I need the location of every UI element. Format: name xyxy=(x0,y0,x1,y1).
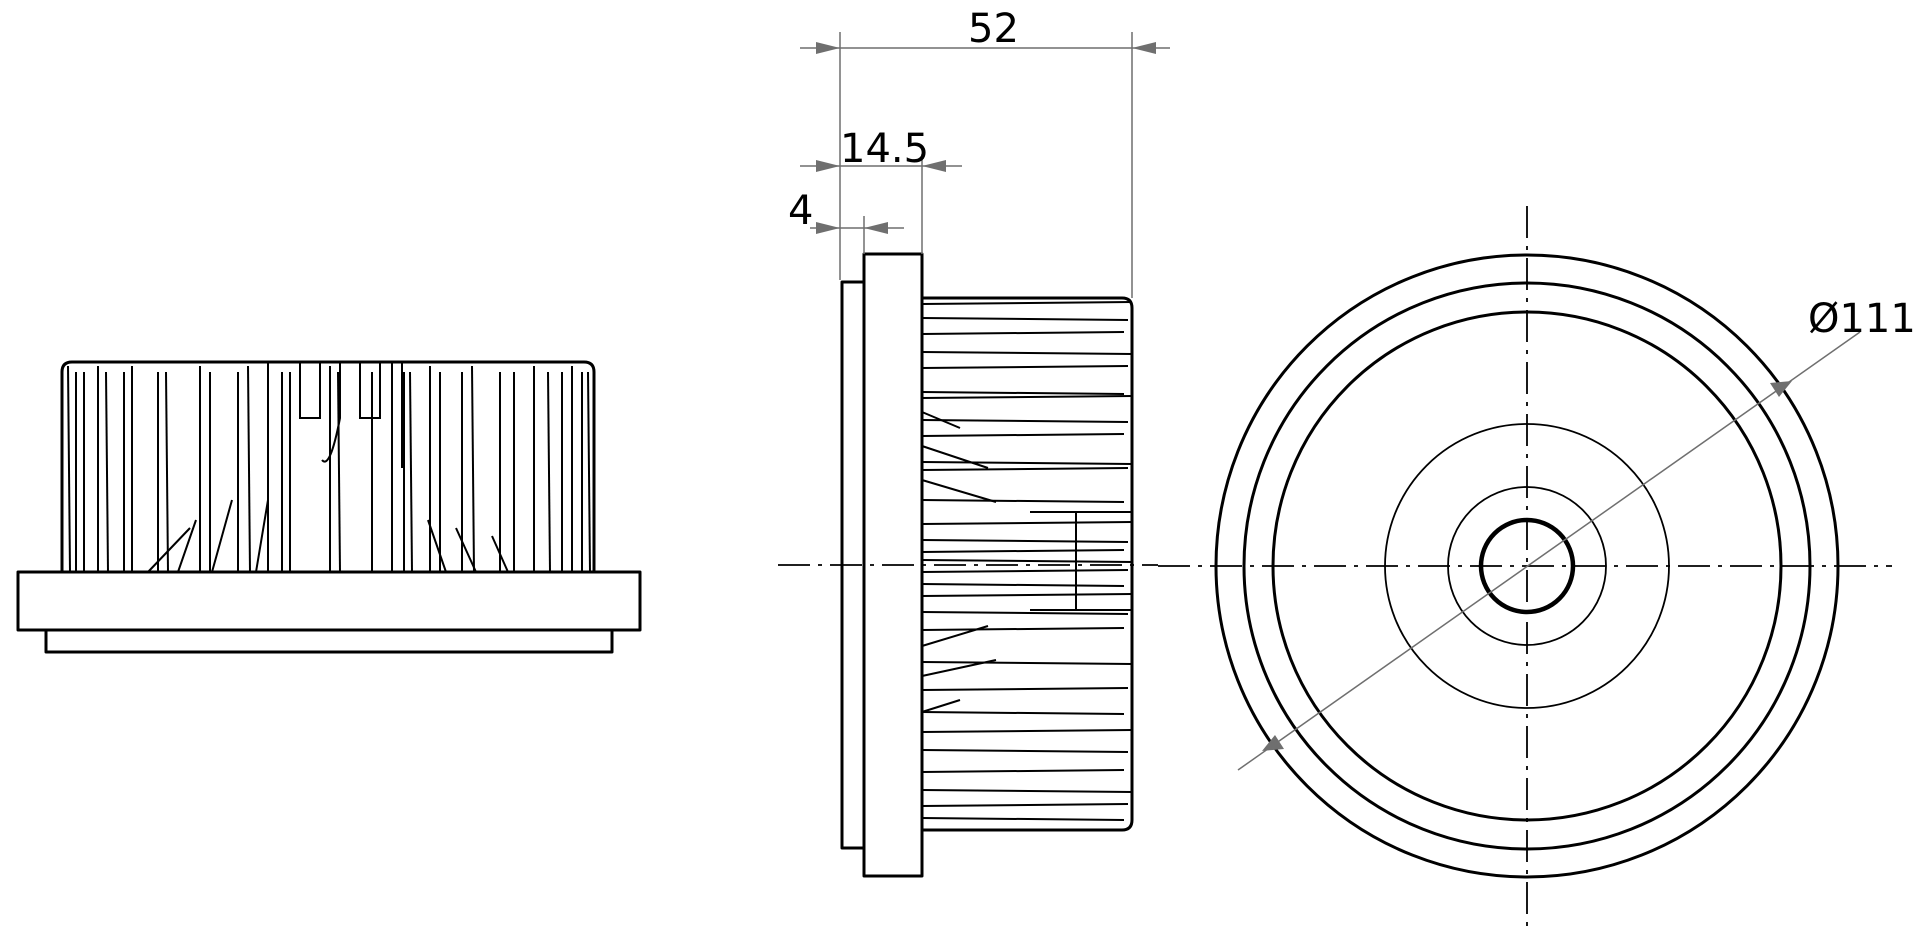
section-fin-line xyxy=(921,395,1133,399)
dimension-diameter: Ø111 xyxy=(1237,296,1916,771)
section-fin-line xyxy=(921,419,1129,423)
section-fin-line xyxy=(921,749,1129,753)
section-fin-line xyxy=(921,593,1133,597)
side-view xyxy=(16,360,642,654)
section-fin-line xyxy=(921,365,1129,369)
dimension-diameter-label: Ø111 xyxy=(1808,296,1916,342)
section-view-diagonal-fins xyxy=(921,411,1132,713)
section-fin-line xyxy=(921,611,1129,615)
side-fin-line xyxy=(547,371,551,573)
section-fin-line xyxy=(921,549,1125,553)
section-fin-line xyxy=(921,433,1125,437)
side-fin-line xyxy=(337,371,341,573)
dimension-4-label: 4 xyxy=(788,188,813,234)
section-fin-line xyxy=(921,559,1133,563)
section-fin-line xyxy=(921,687,1129,691)
dimension-14-5-label: 14.5 xyxy=(840,126,929,172)
section-fin-line xyxy=(921,539,1129,543)
section-fin-line xyxy=(921,817,1125,821)
section-fin-line xyxy=(921,467,1129,471)
side-view-slots xyxy=(147,362,509,573)
side-fin-line xyxy=(165,371,169,573)
section-view xyxy=(778,252,1158,878)
section-fin-line xyxy=(921,569,1129,573)
section-view-fins xyxy=(921,301,1133,821)
dimension-14-5: 14.5 xyxy=(800,126,962,254)
dimension-4: 4 xyxy=(788,188,904,254)
section-view-heatsink-outline xyxy=(922,296,1134,832)
side-view-base-flange xyxy=(16,570,642,632)
side-view-heatsink-outline xyxy=(60,360,596,572)
side-fin-line xyxy=(67,365,71,573)
section-fin-line xyxy=(921,729,1133,733)
side-fin-line xyxy=(247,365,251,573)
section-fin-line xyxy=(921,627,1125,631)
section-fin-line xyxy=(921,331,1125,335)
section-fin-line xyxy=(921,351,1133,355)
section-fin-line xyxy=(921,769,1125,773)
section-fin-line xyxy=(921,789,1133,793)
front-view xyxy=(1158,206,1892,926)
side-fin-line xyxy=(409,371,413,573)
section-fin-line xyxy=(921,301,1133,305)
side-fin-line xyxy=(105,371,109,573)
section-fin-line xyxy=(921,661,1133,665)
section-fin-line xyxy=(921,499,1125,503)
section-fin-line xyxy=(921,803,1129,807)
side-fin-line xyxy=(471,365,475,573)
dimension-52: 52 xyxy=(800,6,1170,298)
section-fin-line xyxy=(921,583,1125,587)
side-view-fins xyxy=(67,365,591,573)
dimension-52-label: 52 xyxy=(968,6,1019,52)
section-fin-line xyxy=(921,317,1129,321)
side-view-rim xyxy=(44,628,614,654)
section-fin-line xyxy=(921,461,1133,465)
side-fin-line xyxy=(587,371,591,573)
section-fin-line xyxy=(921,521,1133,525)
section-fin-line xyxy=(921,711,1125,715)
section-fin-line xyxy=(921,391,1125,395)
